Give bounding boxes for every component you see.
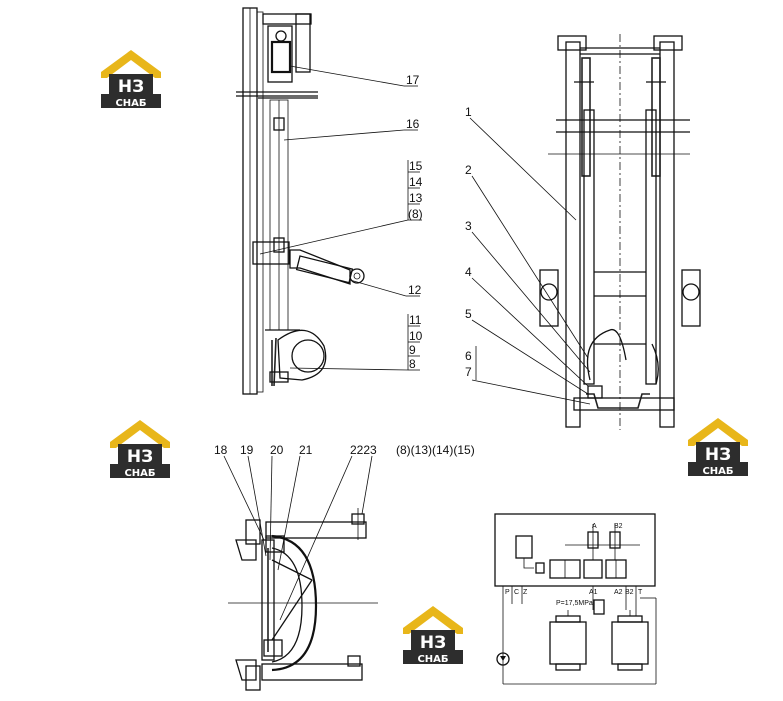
port-b2-top: B2 bbox=[614, 523, 623, 530]
callout-6: 6 bbox=[465, 349, 472, 363]
logo-word: СНАБ bbox=[417, 654, 448, 665]
logo-word: СНАБ bbox=[115, 98, 146, 109]
logo-mark: НЗ bbox=[127, 447, 153, 467]
brand-logo: НЗ СНАБ bbox=[101, 50, 161, 109]
callout-5: 5 bbox=[465, 307, 472, 321]
callout-1: 1 bbox=[465, 105, 472, 119]
callout-16: 16 bbox=[406, 117, 420, 131]
brand-logo: НЗ СНАБ bbox=[110, 420, 170, 479]
mast-side-view bbox=[236, 7, 365, 395]
detail-view-callouts: 18 19 20 21 2223 (8)(13)(14)(15) bbox=[214, 443, 475, 457]
logo-word: СНАБ bbox=[702, 466, 733, 477]
port-t: T bbox=[638, 589, 643, 596]
logo-mark: НЗ bbox=[705, 445, 731, 465]
callout-12: 12 bbox=[408, 283, 422, 297]
front-view-leaders bbox=[469, 117, 591, 405]
callout-7: 7 bbox=[465, 365, 472, 379]
callout-group-8-13-14-15: (8)(13)(14)(15) bbox=[396, 443, 475, 457]
pressure-setting: P=17,5MPa bbox=[556, 600, 593, 607]
schematic-labels: P C Z A1 A2 B2 T A B2 P=17,5MPa bbox=[505, 523, 643, 607]
brand-logo: НЗ СНАБ bbox=[403, 606, 463, 665]
callout-11: 11 bbox=[409, 313, 422, 327]
front-view-callouts: 1 2 3 4 5 6 7 bbox=[465, 105, 472, 379]
callout-2: 2 bbox=[465, 163, 472, 177]
callout-3: 3 bbox=[465, 219, 472, 233]
port-a2: A2 bbox=[614, 589, 623, 596]
callout-22-23: 2223 bbox=[350, 443, 377, 457]
logo-mark: НЗ bbox=[420, 633, 446, 653]
callout-13: 13 bbox=[409, 191, 423, 205]
callout-9: 9 bbox=[409, 343, 416, 357]
port-b2: B2 bbox=[625, 589, 634, 596]
callout-8-ref: (8) bbox=[408, 207, 423, 221]
logo-word: СНАБ bbox=[124, 468, 155, 479]
callout-14: 14 bbox=[409, 175, 423, 189]
port-c: C bbox=[514, 589, 519, 596]
callout-19: 19 bbox=[240, 443, 254, 457]
side-view-leaders bbox=[259, 65, 422, 371]
callout-10: 10 bbox=[409, 329, 423, 343]
side-view-callouts: 17 16 15 14 13 (8) 12 11 10 9 8 bbox=[406, 73, 423, 371]
callout-18: 18 bbox=[214, 443, 228, 457]
port-a1: A1 bbox=[589, 589, 598, 596]
callout-20: 20 bbox=[270, 443, 284, 457]
port-p: P bbox=[505, 589, 510, 596]
callout-17: 17 bbox=[406, 73, 420, 87]
callout-15: 15 bbox=[409, 159, 423, 173]
callout-21: 21 bbox=[299, 443, 313, 457]
brand-logo: НЗ СНАБ bbox=[688, 418, 748, 477]
hydraulic-schematic bbox=[494, 513, 657, 685]
carriage-detail-view bbox=[228, 508, 378, 691]
logo-mark: НЗ bbox=[118, 77, 144, 97]
port-z: Z bbox=[523, 589, 528, 596]
mast-front-view bbox=[539, 34, 701, 430]
detail-view-leaders bbox=[223, 455, 373, 621]
callout-4: 4 bbox=[465, 265, 472, 279]
callout-8: 8 bbox=[409, 357, 416, 371]
port-a-top: A bbox=[592, 523, 597, 530]
